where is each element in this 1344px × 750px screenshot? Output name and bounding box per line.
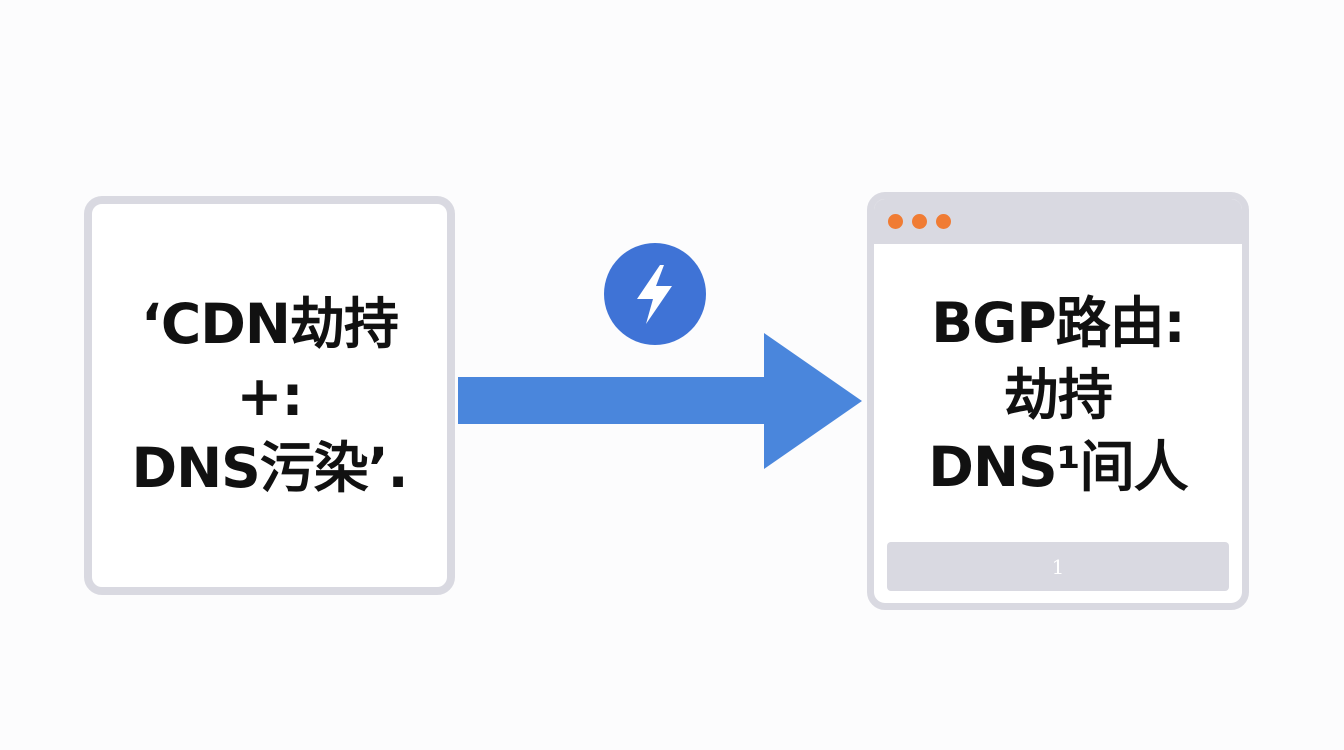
- source-line-1: ‘CDN劫持: [141, 291, 399, 356]
- window-titlebar: [874, 199, 1242, 244]
- window-dot-icon: [936, 214, 951, 229]
- window-dot-icon: [912, 214, 927, 229]
- window-content: BGP路由: 劫持 DNS¹间人: [874, 244, 1242, 545]
- window-line-2: 劫持: [1003, 362, 1113, 427]
- source-box-text: ‘CDN劫持 +: DNS污染’.: [131, 288, 408, 504]
- source-box: ‘CDN劫持 +: DNS污染’.: [84, 196, 455, 595]
- window-dot-icon: [888, 214, 903, 229]
- browser-window: BGP路由: 劫持 DNS¹间人 1: [867, 192, 1249, 610]
- source-line-2: +:: [236, 363, 303, 428]
- window-text: BGP路由: 劫持 DNS¹间人: [928, 287, 1188, 503]
- window-line-1: BGP路由:: [931, 290, 1185, 355]
- window-line-3: DNS¹间人: [928, 434, 1188, 499]
- status-bar-text: 1: [1051, 554, 1065, 579]
- window-status-bar: 1: [887, 542, 1229, 591]
- lightning-bolt-icon: [637, 265, 672, 324]
- arrow-right-icon: [458, 333, 862, 469]
- arrow-shape: [458, 333, 862, 469]
- source-line-3: DNS污染’.: [131, 435, 408, 500]
- lightning-badge: [604, 243, 706, 345]
